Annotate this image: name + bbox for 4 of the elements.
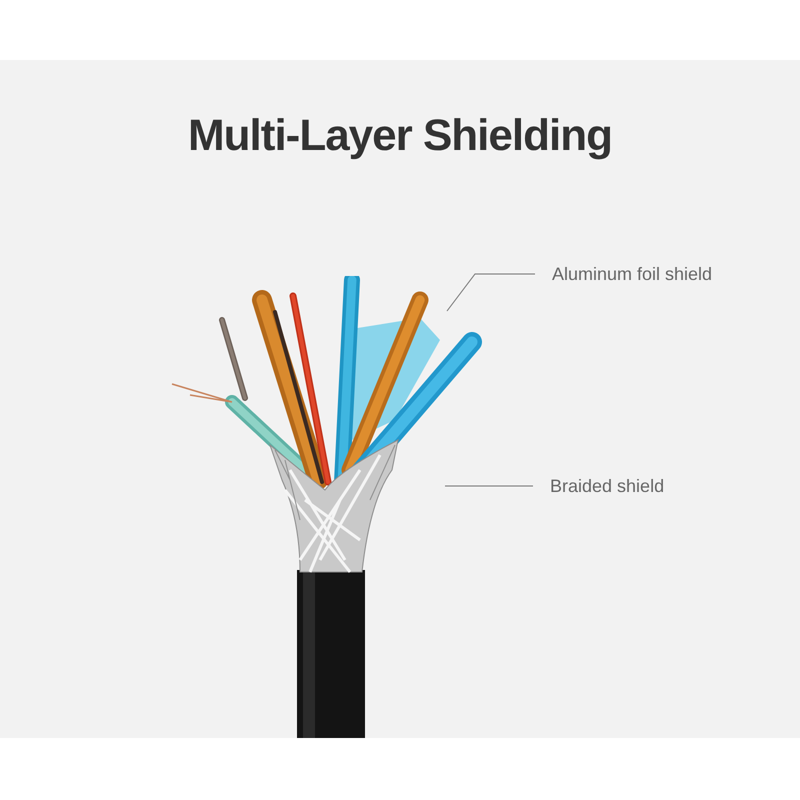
- callout-label: Aluminum foil shield: [552, 262, 712, 286]
- leader-line: [446, 274, 536, 312]
- callout-label: Braided shield: [550, 474, 664, 498]
- title: Multi-Layer Shielding: [187, 110, 613, 162]
